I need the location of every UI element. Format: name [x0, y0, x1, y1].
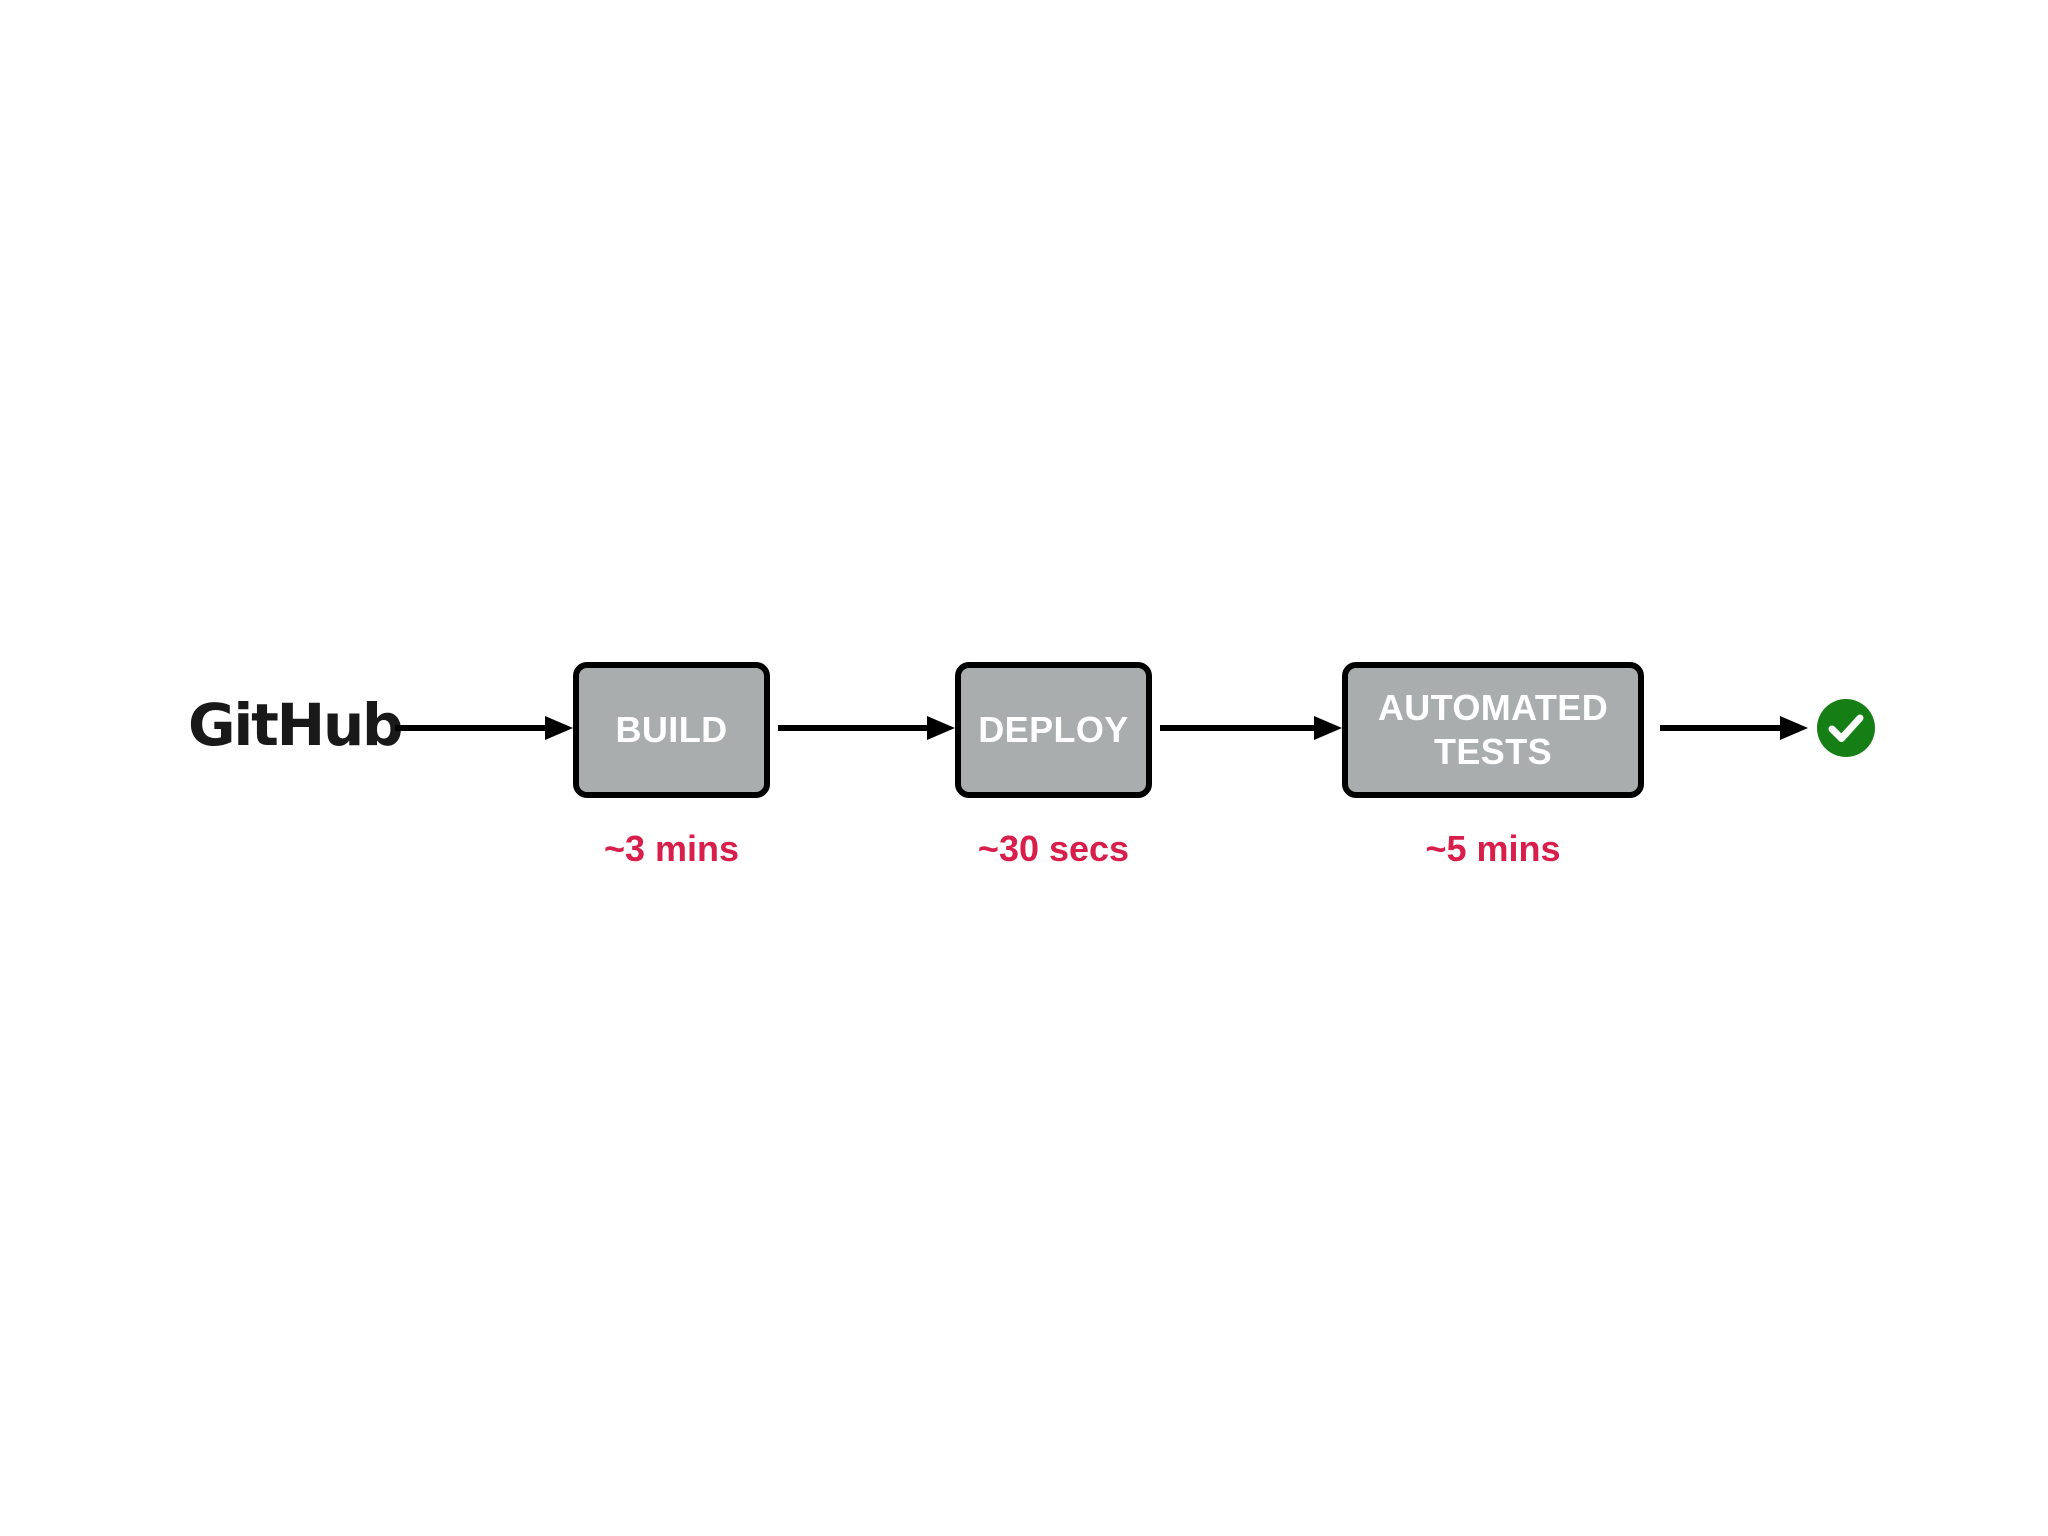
github-wordmark: GitHub: [188, 691, 404, 759]
stage-deploy[interactable]: DEPLOY: [955, 662, 1152, 798]
stage-deploy-duration: ~30 secs: [977, 828, 1130, 869]
stage-deploy-label: DEPLOY: [978, 709, 1129, 750]
arrow-tests-to-success: [1660, 712, 1808, 744]
stage-build-duration: ~3 mins: [603, 828, 740, 869]
arrow-deploy-to-tests: [1160, 712, 1342, 744]
stage-automated-tests-duration: ~5 mins: [1425, 828, 1561, 869]
stage-automated-tests-label: AUTOMATED TESTS: [1377, 687, 1609, 772]
stage-build-label: BUILD: [615, 709, 728, 750]
arrow-build-to-deploy: [778, 712, 955, 744]
stage-automated-tests[interactable]: AUTOMATED TESTS: [1342, 662, 1644, 798]
stage-build[interactable]: BUILD: [573, 662, 770, 798]
check-circle-icon: [1816, 698, 1876, 758]
arrow-github-to-build: [395, 712, 573, 744]
